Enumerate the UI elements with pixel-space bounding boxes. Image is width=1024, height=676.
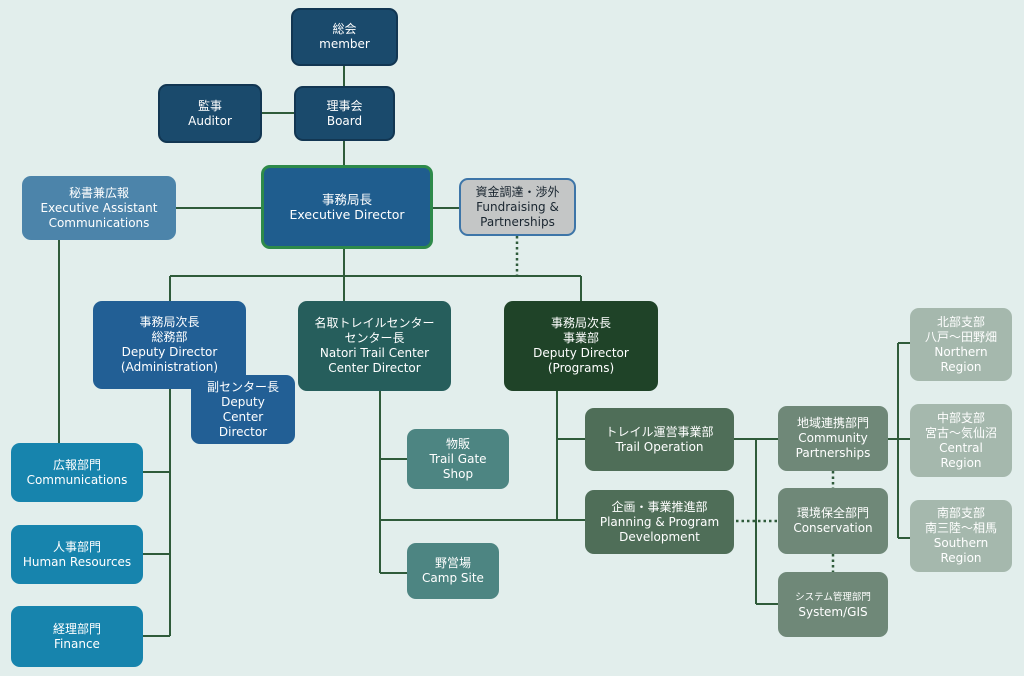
trail-operation-label-en: Trail Operation bbox=[615, 439, 704, 454]
deputy-admin-label-ja-1: 事務局次長 bbox=[139, 315, 200, 329]
human-resources-label-en: Human Resources bbox=[22, 554, 132, 569]
system-gis-label-ja: システム管理部門 bbox=[795, 591, 871, 603]
northern-region-label-en-2: Region bbox=[940, 359, 982, 374]
shop-label-en-1: Trail Gate bbox=[429, 451, 487, 466]
deputy-admin-box: 事務局次長 総務部 Deputy Director (Administratio… bbox=[93, 301, 246, 389]
executive-director-label-en: Executive Director bbox=[289, 207, 405, 222]
fundraising-label-en-2: Partnerships bbox=[480, 214, 555, 229]
executive-director-label-ja: 事務局長 bbox=[321, 192, 372, 207]
northern-region-label-ja-2: 八戸～田野畑 bbox=[924, 329, 997, 344]
board-label-en: Board bbox=[326, 113, 363, 128]
deputy-center-director-label-en-3: Director bbox=[218, 424, 268, 439]
conservation-label-ja: 環境保全部門 bbox=[796, 506, 869, 520]
auditor-label-ja: 監事 bbox=[197, 98, 222, 113]
deputy-programs-label-en-1: Deputy Director bbox=[533, 346, 629, 360]
camp-site-label-ja: 野営場 bbox=[434, 556, 471, 570]
fundraising-box: 資金調達・渉外 Fundraising & Partnerships bbox=[459, 178, 576, 236]
deputy-center-director-label-en-2: Center bbox=[222, 409, 264, 424]
conservation-box: 環境保全部門 Conservation bbox=[778, 488, 888, 554]
central-region-label-en-2: Region bbox=[940, 455, 982, 470]
system-gis-box: システム管理部門 System/GIS bbox=[778, 572, 888, 637]
community-partnerships-label-en-2: Partnerships bbox=[795, 446, 871, 460]
planning-box: 企画・事業推進部 Planning & Program Development bbox=[585, 490, 734, 554]
fundraising-label-ja: 資金調達・渉外 bbox=[475, 184, 560, 199]
communications-label-en: Communications bbox=[26, 472, 128, 487]
deputy-center-director-box: 副センター長 Deputy Center Director bbox=[191, 375, 295, 444]
conservation-label-en: Conservation bbox=[793, 521, 873, 535]
planning-label-en-1: Planning & Program bbox=[599, 514, 720, 529]
southern-region-label-en-1: Southern bbox=[933, 536, 989, 550]
trail-center-director-label-ja-2: センター長 bbox=[344, 331, 405, 345]
executive-director-box: 事務局長 Executive Director bbox=[261, 165, 433, 249]
general-assembly-label-ja: 総会 bbox=[332, 22, 357, 36]
executive-assistant-box: 秘書兼広報 Executive Assistant Communications bbox=[22, 176, 176, 240]
general-assembly-label-en: member bbox=[319, 37, 370, 51]
central-region-label-ja-2: 宮古～気仙沼 bbox=[924, 425, 997, 440]
community-partnerships-label-ja: 地域連携部門 bbox=[796, 416, 869, 430]
southern-region-label-ja-2: 南三陸～相馬 bbox=[924, 521, 997, 535]
camp-site-label-en: Camp Site bbox=[422, 571, 484, 585]
planning-label-ja: 企画・事業推進部 bbox=[611, 499, 708, 514]
communications-box: 広報部門 Communications bbox=[11, 443, 143, 502]
trail-operation-box: トレイル運営事業部 Trail Operation bbox=[585, 408, 734, 471]
community-partnerships-label-en-1: Community bbox=[798, 431, 868, 445]
southern-region-label-en-2: Region bbox=[940, 551, 982, 565]
southern-region-box: 南部支部 南三陸～相馬 Southern Region bbox=[910, 500, 1012, 572]
fundraising-label-en-1: Fundraising & bbox=[476, 199, 559, 214]
auditor-box: 監事 Auditor bbox=[158, 84, 262, 143]
planning-label-en-2: Development bbox=[619, 529, 700, 544]
general-assembly-box: 総会 member bbox=[291, 8, 398, 66]
finance-label-en: Finance bbox=[54, 636, 100, 651]
trail-operation-label-ja: トレイル運営事業部 bbox=[605, 424, 714, 439]
finance-box: 経理部門 Finance bbox=[11, 606, 143, 667]
system-gis-label-en: System/GIS bbox=[798, 604, 868, 619]
executive-assistant-label-en-2: Communications bbox=[48, 215, 150, 230]
deputy-admin-label-en-1: Deputy Director bbox=[121, 345, 218, 359]
deputy-admin-label-en-2: (Administration) bbox=[120, 360, 219, 374]
executive-assistant-label-en-1: Executive Assistant bbox=[40, 200, 158, 215]
shop-box: 物販 Trail Gate Shop bbox=[407, 429, 509, 489]
shop-label-ja: 物販 bbox=[445, 436, 470, 451]
auditor-label-en: Auditor bbox=[188, 113, 232, 128]
communications-label-ja: 広報部門 bbox=[52, 457, 101, 472]
deputy-center-director-label-ja: 副センター長 bbox=[206, 379, 279, 394]
trail-center-director-label-en-1: Natori Trail Center bbox=[319, 346, 430, 360]
deputy-center-director-label-en-1: Deputy bbox=[221, 394, 265, 409]
central-region-label-en-1: Central bbox=[939, 440, 983, 455]
deputy-programs-box: 事務局次長 事業部 Deputy Director (Programs) bbox=[504, 301, 658, 391]
human-resources-box: 人事部門 Human Resources bbox=[11, 525, 143, 584]
finance-label-ja: 経理部門 bbox=[52, 621, 101, 636]
executive-assistant-label-ja: 秘書兼広報 bbox=[68, 185, 129, 200]
board-box: 理事会 Board bbox=[294, 86, 395, 141]
trail-center-director-box: 名取トレイルセンター センター長 Natori Trail Center Cen… bbox=[298, 301, 451, 391]
trail-center-director-label-en-2: Center Director bbox=[328, 361, 421, 375]
central-region-box: 中部支部 宮古～気仙沼 Central Region bbox=[910, 404, 1012, 477]
southern-region-label-ja-1: 南部支部 bbox=[936, 506, 985, 520]
northern-region-box: 北部支部 八戸～田野畑 Northern Region bbox=[910, 308, 1012, 381]
northern-region-label-en-1: Northern bbox=[934, 344, 988, 359]
shop-label-en-2: Shop bbox=[442, 466, 474, 481]
board-label-ja: 理事会 bbox=[326, 98, 363, 113]
deputy-programs-label-en-2: (Programs) bbox=[547, 361, 615, 375]
central-region-label-ja-1: 中部支部 bbox=[936, 410, 985, 425]
human-resources-label-ja: 人事部門 bbox=[52, 539, 101, 554]
trail-center-director-label-ja-1: 名取トレイルセンター bbox=[314, 316, 435, 330]
deputy-programs-label-ja-1: 事務局次長 bbox=[550, 316, 611, 330]
northern-region-label-ja-1: 北部支部 bbox=[936, 314, 985, 329]
camp-site-box: 野営場 Camp Site bbox=[407, 543, 499, 599]
deputy-admin-label-ja-2: 総務部 bbox=[151, 330, 188, 344]
community-partnerships-box: 地域連携部門 Community Partnerships bbox=[778, 406, 888, 471]
deputy-programs-label-ja-2: 事業部 bbox=[562, 331, 599, 345]
